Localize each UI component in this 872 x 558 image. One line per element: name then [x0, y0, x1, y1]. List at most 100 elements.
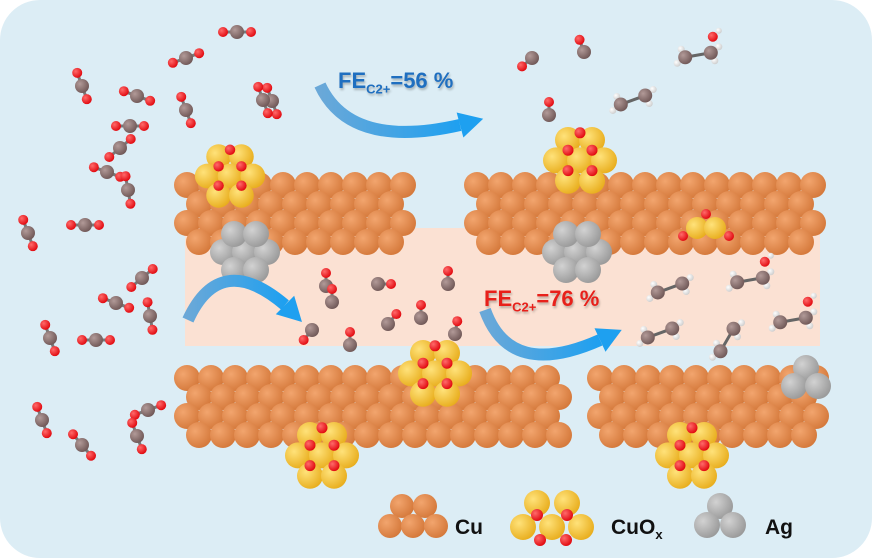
- hydrogen-atom: [649, 86, 657, 94]
- cu-ox-atom: [229, 183, 254, 208]
- co2-molecule: [127, 417, 147, 455]
- oxygen-atom: [574, 34, 585, 45]
- oxygen-atom: [531, 509, 543, 521]
- oxygen-atom: [534, 534, 546, 546]
- carbon-atom: [109, 296, 123, 310]
- cu-atom: [198, 210, 224, 236]
- cu-atom: [198, 365, 224, 391]
- cu-ox-atom: [321, 422, 347, 448]
- cu-atom: [623, 422, 649, 448]
- oxygen-atom: [698, 460, 710, 472]
- cu-atom: [707, 403, 733, 429]
- oxygen-atom: [701, 209, 711, 219]
- co2-molecule: [77, 333, 115, 347]
- cu-atom: [599, 384, 625, 410]
- oxygen-atom: [68, 429, 79, 440]
- cuox-cluster-bottom-left: [285, 422, 359, 489]
- cu-ox-atom: [567, 147, 593, 174]
- cu-atom: [486, 365, 512, 391]
- oxygen-atom: [391, 309, 402, 320]
- carbon-atom: [665, 321, 680, 336]
- cu-atom: [704, 172, 730, 198]
- cu-atom: [752, 172, 778, 198]
- cu-atom: [510, 403, 536, 429]
- cu-ox-atom: [524, 490, 550, 516]
- carbon-atom: [121, 183, 135, 197]
- oxygen-atom: [236, 161, 247, 172]
- oxygen-atom: [27, 241, 38, 252]
- oxygen-atom: [429, 340, 441, 352]
- carbon-atom: [371, 277, 385, 291]
- cu-atom: [731, 403, 757, 429]
- oxygen-atom: [674, 460, 686, 472]
- cu-ox-atom: [568, 514, 594, 540]
- oxygen-atom: [127, 417, 138, 428]
- oxygen-atom: [586, 144, 598, 156]
- hydrogen-atom: [673, 59, 681, 67]
- oxygen-atom: [88, 162, 99, 173]
- cu-atom: [548, 191, 574, 217]
- cu-atom: [800, 210, 826, 236]
- cu-atom: [498, 384, 524, 410]
- oxygen-atom: [81, 94, 92, 105]
- hydrogen-atom: [715, 27, 722, 34]
- cu-atom: [306, 229, 332, 255]
- cu-atom: [474, 384, 500, 410]
- cu-atom: [378, 229, 404, 255]
- carbon-atom: [726, 321, 741, 336]
- oxygen-atom: [85, 450, 96, 461]
- carbon-atom: [78, 218, 92, 232]
- cu-atom: [632, 210, 658, 236]
- cu-atom: [587, 403, 613, 429]
- oxygen-atom: [271, 109, 282, 120]
- cu-ox-atom: [206, 183, 231, 208]
- cu-atom: [767, 422, 793, 448]
- cu-atom: [390, 403, 416, 429]
- cu-ox-atom: [510, 514, 536, 540]
- carbon-atom: [35, 413, 49, 427]
- oxygen-atom: [147, 324, 158, 335]
- co-molecule: [298, 323, 319, 345]
- co-molecule: [448, 316, 463, 341]
- carbon-atom: [773, 315, 788, 330]
- oxygen-atom: [218, 27, 228, 37]
- hydrogen-atom: [810, 308, 818, 316]
- cu-ox-atom: [434, 380, 460, 407]
- co-molecule: [517, 51, 539, 72]
- cu-ox-atom: [667, 462, 693, 489]
- cu-atom: [476, 191, 502, 217]
- cu-atom: [755, 365, 781, 391]
- oxygen-atom: [142, 297, 153, 308]
- carbon-atom: [230, 25, 244, 39]
- carbon-atom: [43, 331, 57, 345]
- oxygen-atom: [126, 281, 137, 292]
- co-molecule: [319, 268, 333, 293]
- cu-atom: [390, 172, 416, 198]
- ag-atom: [221, 221, 247, 247]
- cu-atom: [294, 172, 320, 198]
- oxygen-atom: [304, 460, 316, 472]
- oxygen-atom: [707, 31, 718, 42]
- cu-atom: [500, 229, 526, 255]
- carbon-atom: [678, 50, 693, 65]
- hydrogen-atom: [676, 319, 684, 327]
- oxygen-atom: [167, 57, 178, 68]
- oxygen-atom: [561, 509, 573, 521]
- cu-atom: [174, 210, 200, 236]
- hydrogen-atom: [636, 339, 644, 347]
- cu-atom: [426, 422, 452, 448]
- carbon-atom: [343, 338, 357, 352]
- co-molecule: [414, 300, 428, 325]
- co2-molecule: [142, 297, 158, 335]
- cu-ox-atom: [333, 442, 359, 469]
- cu-atom: [671, 384, 697, 410]
- ag-atom: [707, 493, 733, 519]
- cu-atom: [632, 172, 658, 198]
- co2-molecule: [118, 86, 156, 106]
- cu-ox-atom: [321, 462, 347, 489]
- cu-atom: [186, 229, 212, 255]
- cu-atom: [683, 365, 709, 391]
- carbon-atom: [179, 103, 193, 117]
- cu-ox-atom: [240, 163, 266, 189]
